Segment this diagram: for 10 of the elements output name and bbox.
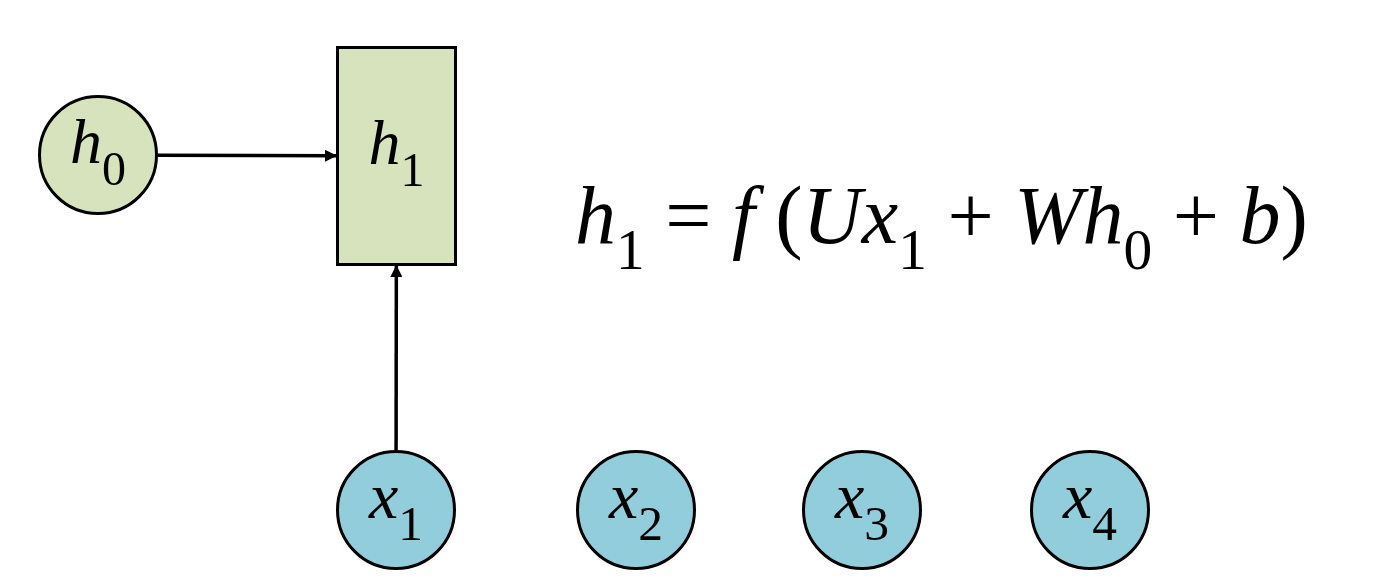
hidden-state-box bbox=[336, 46, 457, 266]
node-label: x$_{1}$ bbox=[368, 463, 423, 554]
node-label: x$_{4}$ bbox=[1062, 463, 1117, 554]
node-label: x$_{3}$ bbox=[834, 463, 889, 554]
node-label: h$_{1}$ bbox=[368, 110, 425, 198]
arrow bbox=[390, 265, 403, 450]
equation: h$_{1}$ = f (Ux$_{1}$ + Wh$_{0}$ + b) bbox=[575, 175, 1308, 279]
node-label: x$_{2}$ bbox=[608, 463, 663, 554]
arrow bbox=[158, 149, 337, 162]
node-label: h$_{0}$ bbox=[70, 109, 126, 197]
